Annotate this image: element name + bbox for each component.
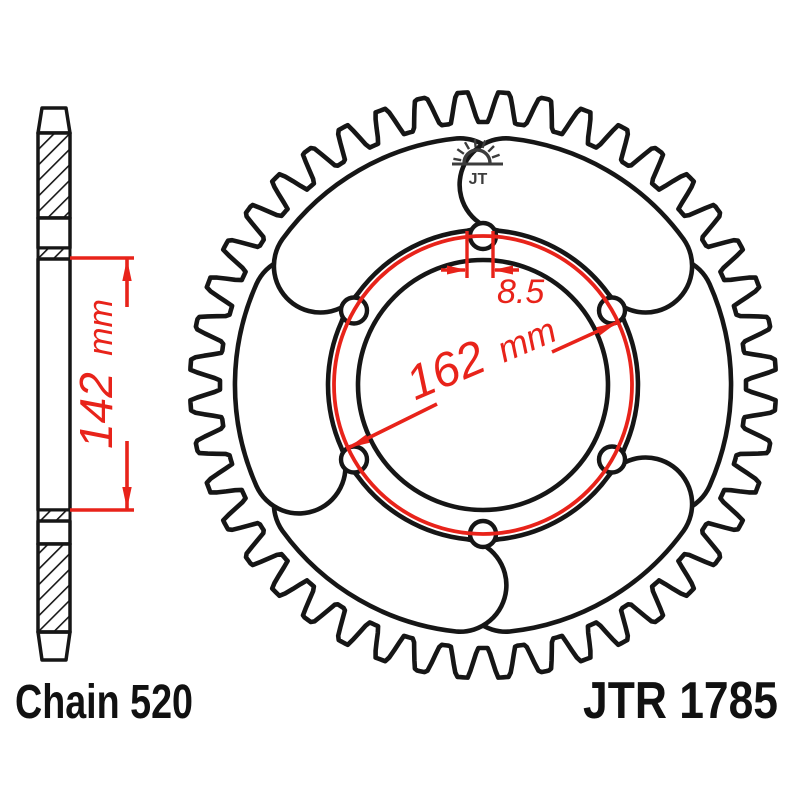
arrow-right-icon bbox=[447, 265, 467, 275]
side-bottom-cap bbox=[36, 630, 72, 662]
cutout-shape bbox=[457, 455, 695, 634]
dimension-bolt-hole: 8.5 bbox=[441, 231, 544, 311]
hub-width-value: 142 mm bbox=[70, 299, 122, 449]
cutout-shape bbox=[271, 136, 509, 315]
bolt-circle-red bbox=[332, 234, 634, 536]
arrow-down-icon bbox=[122, 487, 132, 509]
sun-ray-icon bbox=[463, 141, 471, 150]
chain-size-label: Chain 520 bbox=[15, 676, 193, 729]
sun-ray-icon bbox=[456, 148, 465, 155]
side-bottom-plain-block bbox=[36, 519, 72, 546]
sun-ray-icon bbox=[453, 157, 462, 162]
center-bore-circle bbox=[355, 257, 611, 513]
sun-dome-icon bbox=[462, 148, 492, 164]
dimension-hub-width: 142 mm bbox=[70, 256, 134, 512]
sun-ray-icon bbox=[481, 139, 487, 149]
side-top-cap bbox=[36, 106, 72, 135]
arrow-up-icon bbox=[122, 259, 132, 281]
part-number-label: JTR 1785 bbox=[583, 672, 778, 730]
logo-text: JT bbox=[469, 171, 488, 188]
arrow-lower-left-icon bbox=[348, 434, 370, 448]
arrow-upper-right-icon bbox=[596, 322, 618, 336]
arrow-left-icon bbox=[493, 265, 513, 275]
sprocket-front-view bbox=[188, 90, 778, 680]
sun-ray-icon bbox=[491, 153, 501, 159]
bolt-hole-value: 8.5 bbox=[497, 273, 544, 311]
side-top-hatch-block bbox=[36, 131, 72, 220]
sun-rays-icon bbox=[453, 138, 501, 162]
side-bottom-hatch-block bbox=[36, 542, 72, 634]
side-web-section bbox=[36, 257, 72, 512]
jt-logo: JT bbox=[452, 138, 503, 188]
lightening-cutouts bbox=[232, 136, 734, 634]
sun-ray-icon bbox=[473, 138, 477, 148]
sun-ray-icon bbox=[487, 145, 495, 153]
side-top-plain-block bbox=[36, 216, 72, 250]
sprocket-side-view bbox=[36, 106, 72, 662]
